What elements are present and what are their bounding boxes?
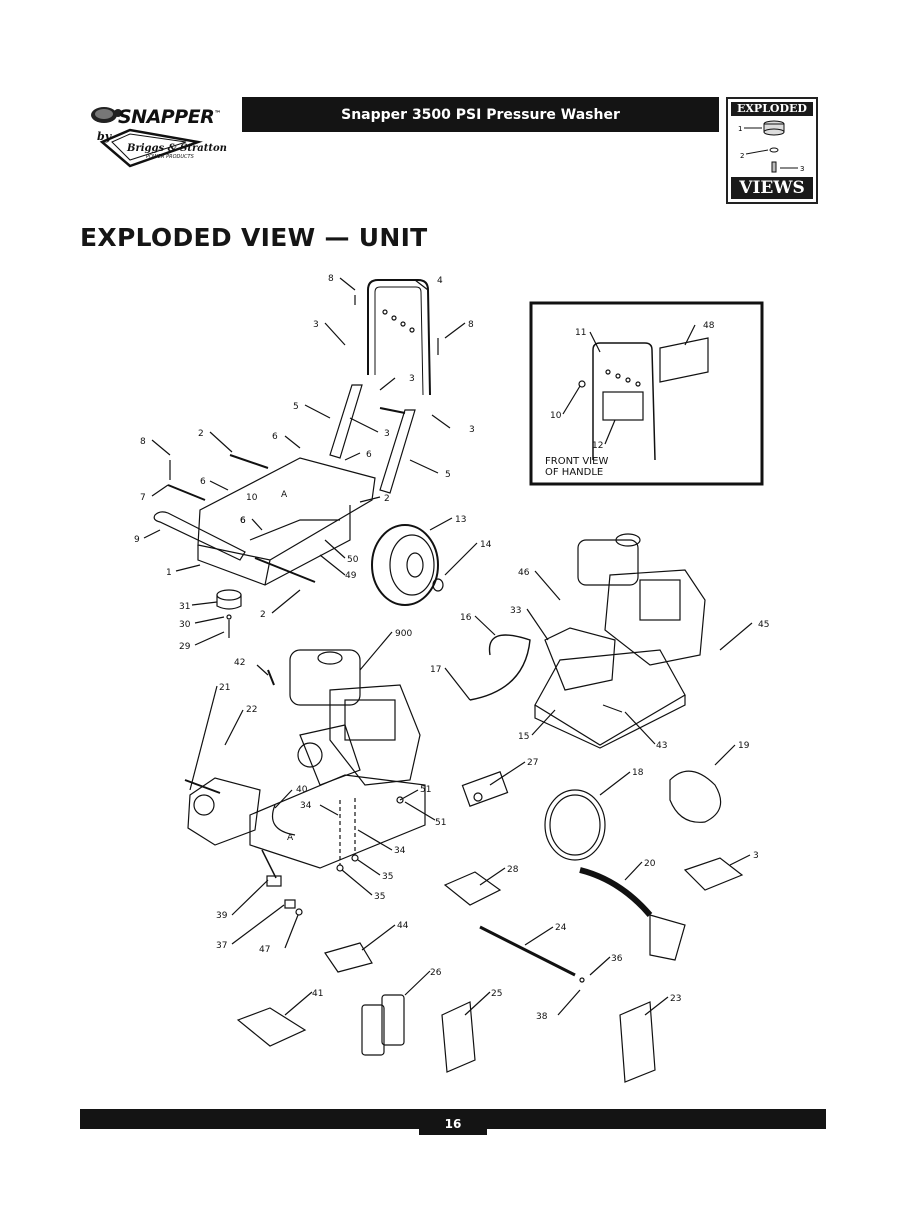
title-bar: Snapper 3500 PSI Pressure Washer <box>242 97 719 132</box>
partner-sub: POWER PRODUCTS <box>146 154 194 160</box>
callout-label: 18 <box>632 768 644 778</box>
callout-label: 23 <box>670 994 681 1004</box>
callout-label: 7 <box>140 493 146 503</box>
callout-label: 900 <box>395 629 412 639</box>
callout-label: 1 <box>166 568 172 578</box>
callout-label: 20 <box>644 859 656 869</box>
callout-label: 3 <box>409 374 415 384</box>
callout-label: 5 <box>445 470 451 480</box>
callout-label: 25 <box>491 989 502 999</box>
callout-label: 51 <box>435 818 446 828</box>
callout-label: 9 <box>134 535 140 545</box>
callout-label: 34 <box>394 846 406 856</box>
badge-num-2: 2 <box>740 152 744 160</box>
callout-label: 35 <box>374 892 385 902</box>
badge-num-1: 1 <box>738 125 742 133</box>
callout-label: 29 <box>179 642 191 652</box>
callout-label: 44 <box>397 921 409 931</box>
callout-label: 45 <box>758 620 769 630</box>
callout-label: 17 <box>430 665 441 675</box>
callout-label: 16 <box>460 613 472 623</box>
callout-label: 3 <box>469 425 475 435</box>
callout-label: 3 <box>384 429 390 439</box>
callout-label: 36 <box>611 954 623 964</box>
by-label: by <box>97 130 112 143</box>
callout-label: 4 <box>437 276 443 286</box>
callout-label: 6 <box>240 516 246 526</box>
callout-label: 28 <box>507 865 519 875</box>
callout-label: 33 <box>510 606 521 616</box>
callout-label: 14 <box>480 540 492 550</box>
callout-label: 35 <box>382 872 393 882</box>
callout-label: 15 <box>518 732 529 742</box>
page-number-text: 16 <box>444 1117 462 1131</box>
callout-label: 10 <box>246 493 258 503</box>
callout-label: 5 <box>293 402 299 412</box>
callout-label: 39 <box>216 911 228 921</box>
badge-top-text: EXPLODED <box>731 102 813 116</box>
callout-label: 41 <box>312 989 323 999</box>
page-title: Snapper 3500 PSI Pressure Washer <box>341 106 620 123</box>
callout-label: 51 <box>420 785 431 795</box>
callout-label: 3 <box>313 320 319 330</box>
callout-label: 2 <box>260 610 266 620</box>
badge-num-3: 3 <box>800 165 804 173</box>
callout-label: 2 <box>198 429 204 439</box>
callout-label: 27 <box>527 758 538 768</box>
snapper-turtle-icon <box>91 107 203 168</box>
brand-name: SNAPPER™ <box>118 106 221 128</box>
inset-caption-1: FRONT VIEW <box>545 456 608 467</box>
callout-label: 8 <box>328 274 334 284</box>
callout-label: 6 <box>240 516 246 526</box>
callout-label: 40 <box>296 785 308 795</box>
exploded-views-badge: EXPLODED 1 2 3 VIEWS <box>726 97 818 204</box>
callout-label: 31 <box>179 602 190 612</box>
callout-label: 47 <box>259 945 270 955</box>
inset-callout: 10 <box>550 411 562 421</box>
callout-label: 30 <box>179 620 191 630</box>
callout-label: 6 <box>366 450 372 460</box>
callout-label: 50 <box>347 555 359 565</box>
callout-labels: 8 4 3 8 3 5 3 3 2 6 6 6 5 2 8 7 6 10 6 5… <box>134 274 769 1022</box>
callout-label: 43 <box>656 741 667 751</box>
callout-label: A <box>281 490 288 500</box>
callout-label: 8 <box>468 320 474 330</box>
inset-callout: 12 <box>592 441 603 451</box>
callout-label: 46 <box>518 568 530 578</box>
callout-label: 42 <box>234 658 245 668</box>
callout-label: 21 <box>219 683 230 693</box>
washer-parts-icon: 1 2 3 <box>738 120 804 173</box>
callout-label: A <box>287 833 294 843</box>
callout-label: 19 <box>738 741 750 751</box>
inset-callout: 11 <box>575 328 586 338</box>
callout-label: 8 <box>140 437 146 447</box>
partner-name: Briggs & Stratton <box>127 143 227 154</box>
callout-label: 3 <box>753 851 759 861</box>
page-number: 16 <box>419 1109 487 1135</box>
callout-label: 38 <box>536 1012 548 1022</box>
callout-label: 24 <box>555 923 567 933</box>
callout-label: 2 <box>384 494 390 504</box>
callout-label: 6 <box>200 477 206 487</box>
snapper-logo <box>82 100 242 170</box>
inset-callout: 48 <box>703 321 715 331</box>
callout-label: 37 <box>216 941 227 951</box>
inset-caption-2: OF HANDLE <box>545 467 603 478</box>
callout-label: 6 <box>272 432 278 442</box>
badge-bottom-text: VIEWS <box>731 177 813 199</box>
section-heading: EXPLODED VIEW — UNIT <box>80 223 428 252</box>
callout-label: 13 <box>455 515 466 525</box>
callout-label: 49 <box>345 571 357 581</box>
callout-label: 26 <box>430 968 442 978</box>
callout-label: 34 <box>300 801 312 811</box>
inset-labels: 11 48 10 12 FRONT VIEW OF HANDLE <box>545 321 715 478</box>
callout-label: 22 <box>246 705 257 715</box>
